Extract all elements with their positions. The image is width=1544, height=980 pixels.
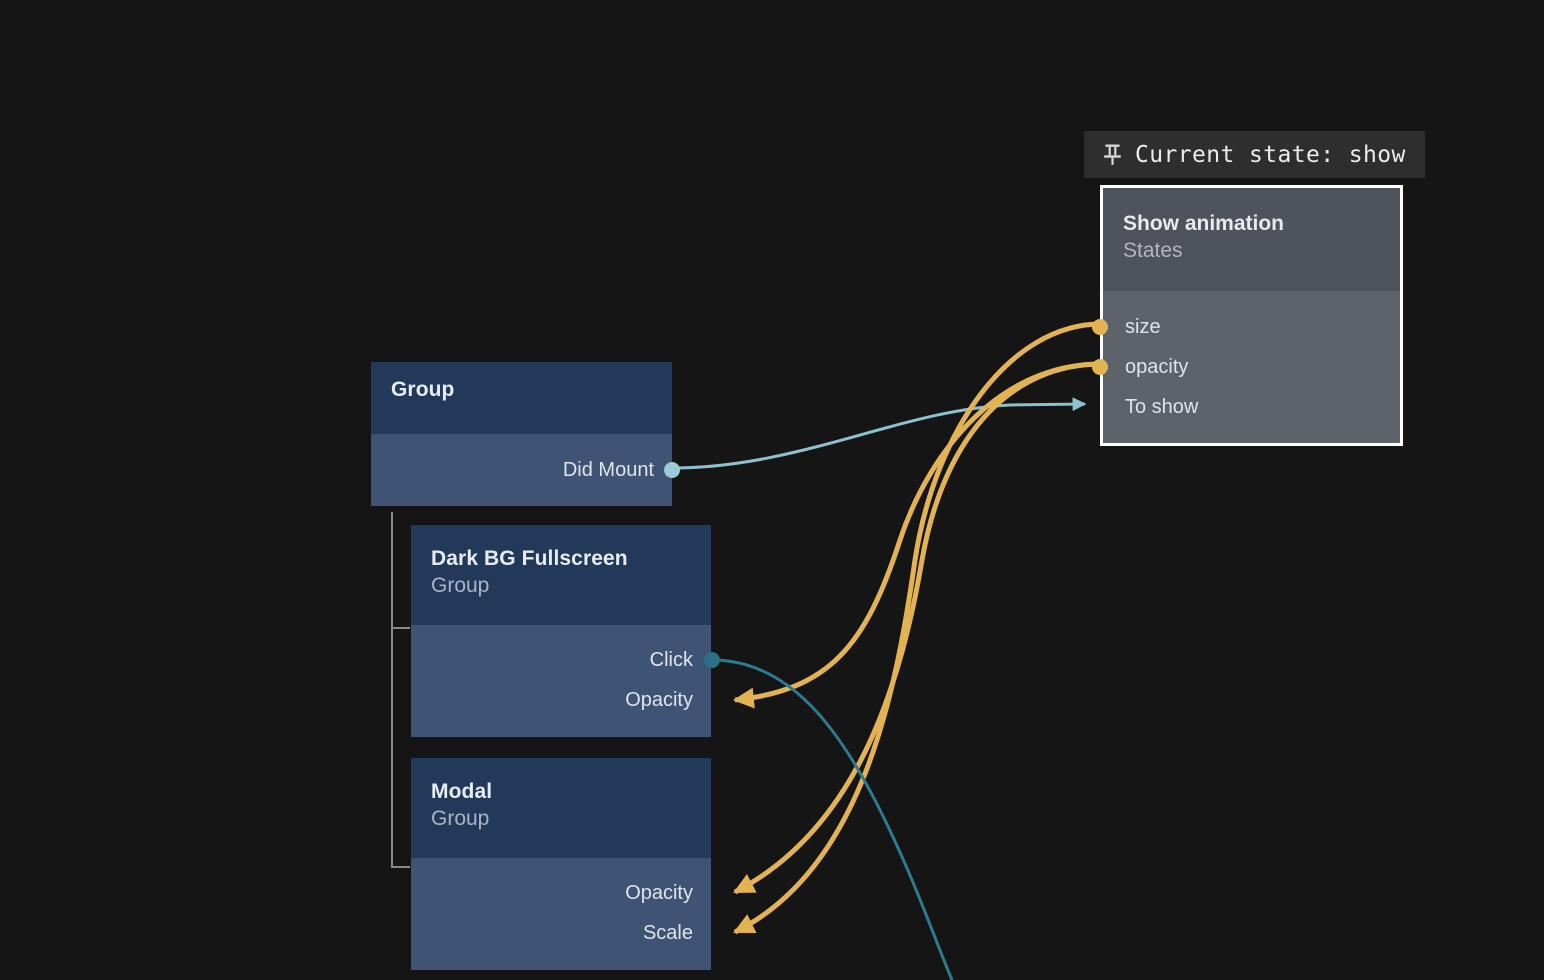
edge-size-to-modal-scale <box>733 321 1102 935</box>
node-group-root[interactable]: Group Did Mount <box>371 362 680 506</box>
port-row-click[interactable]: Click <box>411 640 720 680</box>
node-body: Opacity Scale <box>411 858 711 970</box>
edge-click-outgoing <box>711 658 954 980</box>
node-subtitle: Group <box>431 574 490 597</box>
port-dot-size[interactable] <box>1092 319 1108 335</box>
port-label-scale: Scale <box>642 922 693 944</box>
node-body: Click Opacity <box>411 625 720 737</box>
port-row-did-mount[interactable]: Did Mount <box>371 450 680 490</box>
node-header: Show animation States <box>1103 188 1400 291</box>
port-label-to-show: To show <box>1125 396 1199 418</box>
node-show-animation[interactable]: Show animation States size opacity To sh… <box>1092 185 1403 446</box>
node-body: Did Mount <box>371 434 680 506</box>
node-subtitle: States <box>1123 239 1183 262</box>
node-dark-bg-fullscreen[interactable]: Dark BG Fullscreen Group Click Opacity <box>411 525 720 737</box>
pin-icon <box>1103 143 1122 166</box>
node-modal[interactable]: Modal Group Opacity Scale <box>411 758 711 970</box>
port-row-to-show[interactable]: To show <box>1103 387 1400 427</box>
node-title: Show animation <box>1123 212 1285 235</box>
port-label-did-mount: Did Mount <box>562 459 654 481</box>
port-label-opacity: opacity <box>1125 356 1189 378</box>
port-label-size: size <box>1125 316 1161 338</box>
node-title: Dark BG Fullscreen <box>431 547 628 570</box>
port-dot-opacity[interactable] <box>1092 359 1108 375</box>
node-header: Group <box>371 362 672 434</box>
port-label-click: Click <box>649 649 693 671</box>
port-label-opacity: Opacity <box>625 882 693 904</box>
node-title: Modal <box>431 780 493 803</box>
tree-guide-stub-modal <box>391 866 410 868</box>
tree-guide-stub-dark-bg <box>391 627 410 629</box>
node-title: Group <box>391 378 455 401</box>
port-label-opacity: Opacity <box>625 689 693 711</box>
port-row-opacity[interactable]: Opacity <box>411 680 711 720</box>
port-row-scale[interactable]: Scale <box>411 913 711 953</box>
node-header: Modal Group <box>411 758 711 858</box>
edge-opacity-to-darkbg-opacity <box>732 361 1102 709</box>
node-header: Dark BG Fullscreen Group <box>411 525 711 625</box>
port-dot-click[interactable] <box>704 652 720 668</box>
port-row-size[interactable]: size <box>1092 307 1400 347</box>
status-badge-text: Current state: show <box>1135 141 1406 168</box>
port-dot-did-mount[interactable] <box>664 462 680 478</box>
status-badge[interactable]: Current state: show <box>1084 131 1425 178</box>
port-row-opacity[interactable]: opacity <box>1092 347 1400 387</box>
node-body: size opacity To show <box>1092 291 1400 443</box>
node-subtitle: Group <box>431 807 490 830</box>
tree-guide-vertical <box>391 512 393 868</box>
edge-opacity-to-modal-opacity <box>733 361 1102 895</box>
port-row-opacity[interactable]: Opacity <box>411 873 711 913</box>
edge-didmount-to-toshow <box>671 397 1087 470</box>
